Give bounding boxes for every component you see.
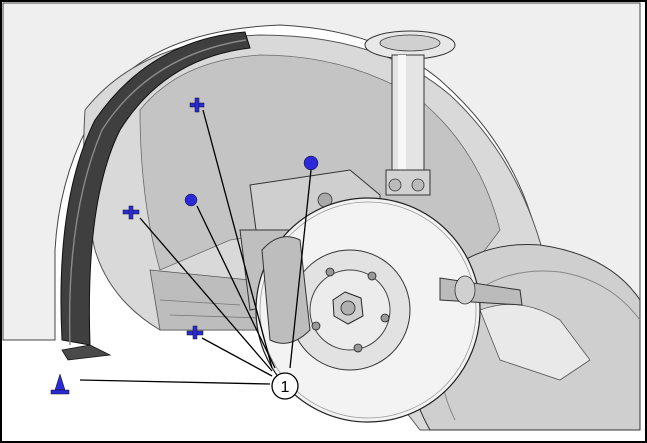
- push-pin-fastener-loose: [50, 373, 70, 395]
- suspension-strut: [364, 30, 456, 196]
- push-pin-fasteners: [50, 97, 319, 395]
- callout-bubble: 1: [271, 372, 299, 400]
- brake-disc: [255, 197, 481, 423]
- callout-leader-lines: [79, 109, 312, 385]
- callout-label: 1: [281, 379, 290, 396]
- push-pin-fastener-left: [122, 205, 140, 220]
- push-pin-fastener-top: [189, 97, 205, 113]
- push-pin-fastener-bottom: [186, 325, 204, 340]
- drive-shaft: [439, 275, 523, 306]
- push-pin-fastener-round-right: [303, 155, 319, 171]
- push-pin-fastener-round-left: [184, 193, 198, 207]
